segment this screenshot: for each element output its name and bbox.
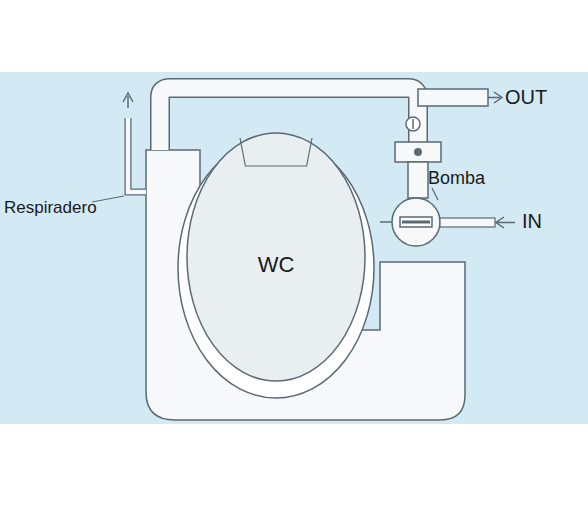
part-label: OUT <box>505 86 547 109</box>
toilet-lid: WC <box>186 132 366 382</box>
out-pipe <box>418 89 488 106</box>
part-label: Respiradero <box>4 198 97 218</box>
pump-rotor-bar <box>402 221 430 224</box>
pump-housing <box>392 198 440 246</box>
pump-inlet <box>380 221 392 223</box>
respiradero-leader <box>92 196 124 202</box>
in-arrow <box>496 217 515 228</box>
valve-knob-mark <box>412 119 414 129</box>
valve-center <box>414 148 422 156</box>
valve-knob <box>406 117 420 131</box>
vent-pipe-outline <box>128 118 146 192</box>
in-pipe <box>440 218 495 227</box>
vent-arrow <box>123 93 133 108</box>
node-label: WC <box>258 252 295 278</box>
part-label: IN <box>522 210 542 233</box>
valve-body <box>395 142 441 162</box>
bomba-leader <box>432 188 438 200</box>
background-band <box>0 72 588 424</box>
vent-pipe <box>128 118 146 192</box>
pump-rotor <box>400 217 432 227</box>
part-label: Bomba <box>428 168 485 189</box>
pump-neck <box>408 162 428 198</box>
out-arrow <box>488 92 502 103</box>
